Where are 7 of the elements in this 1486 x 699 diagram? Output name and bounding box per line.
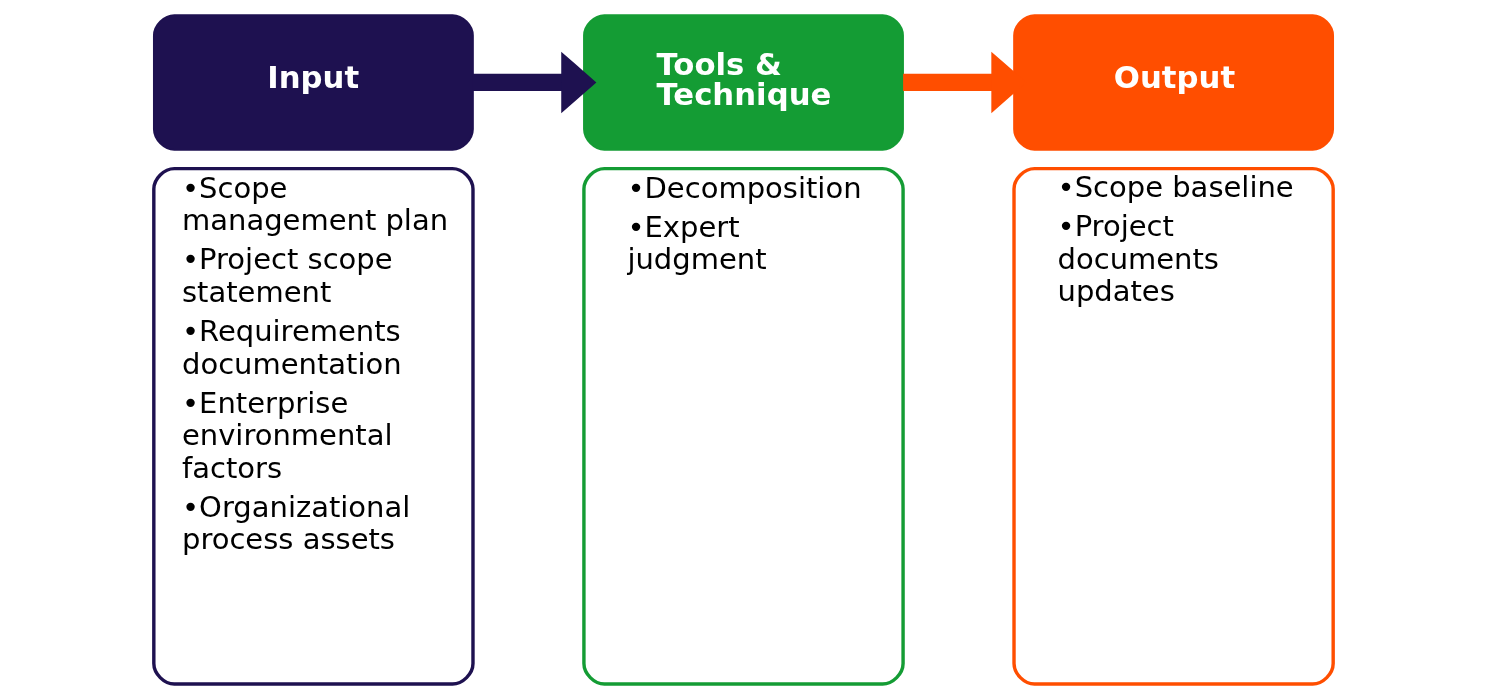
node-box: •Scope management plan •Project scope statement •Requirements documentation •Enterprise environmental factors •Organizational process assets — [151, 166, 475, 686]
node-box: Input — [152, 14, 474, 151]
node-box: Output — [1012, 14, 1334, 151]
node-box: Tools & Technique — [582, 14, 904, 151]
arrow — [472, 51, 596, 114]
node-box: •Scope baseline •Project documents updates — [1011, 166, 1335, 686]
node-box: •Decomposition •Expert judgment — [581, 166, 905, 686]
